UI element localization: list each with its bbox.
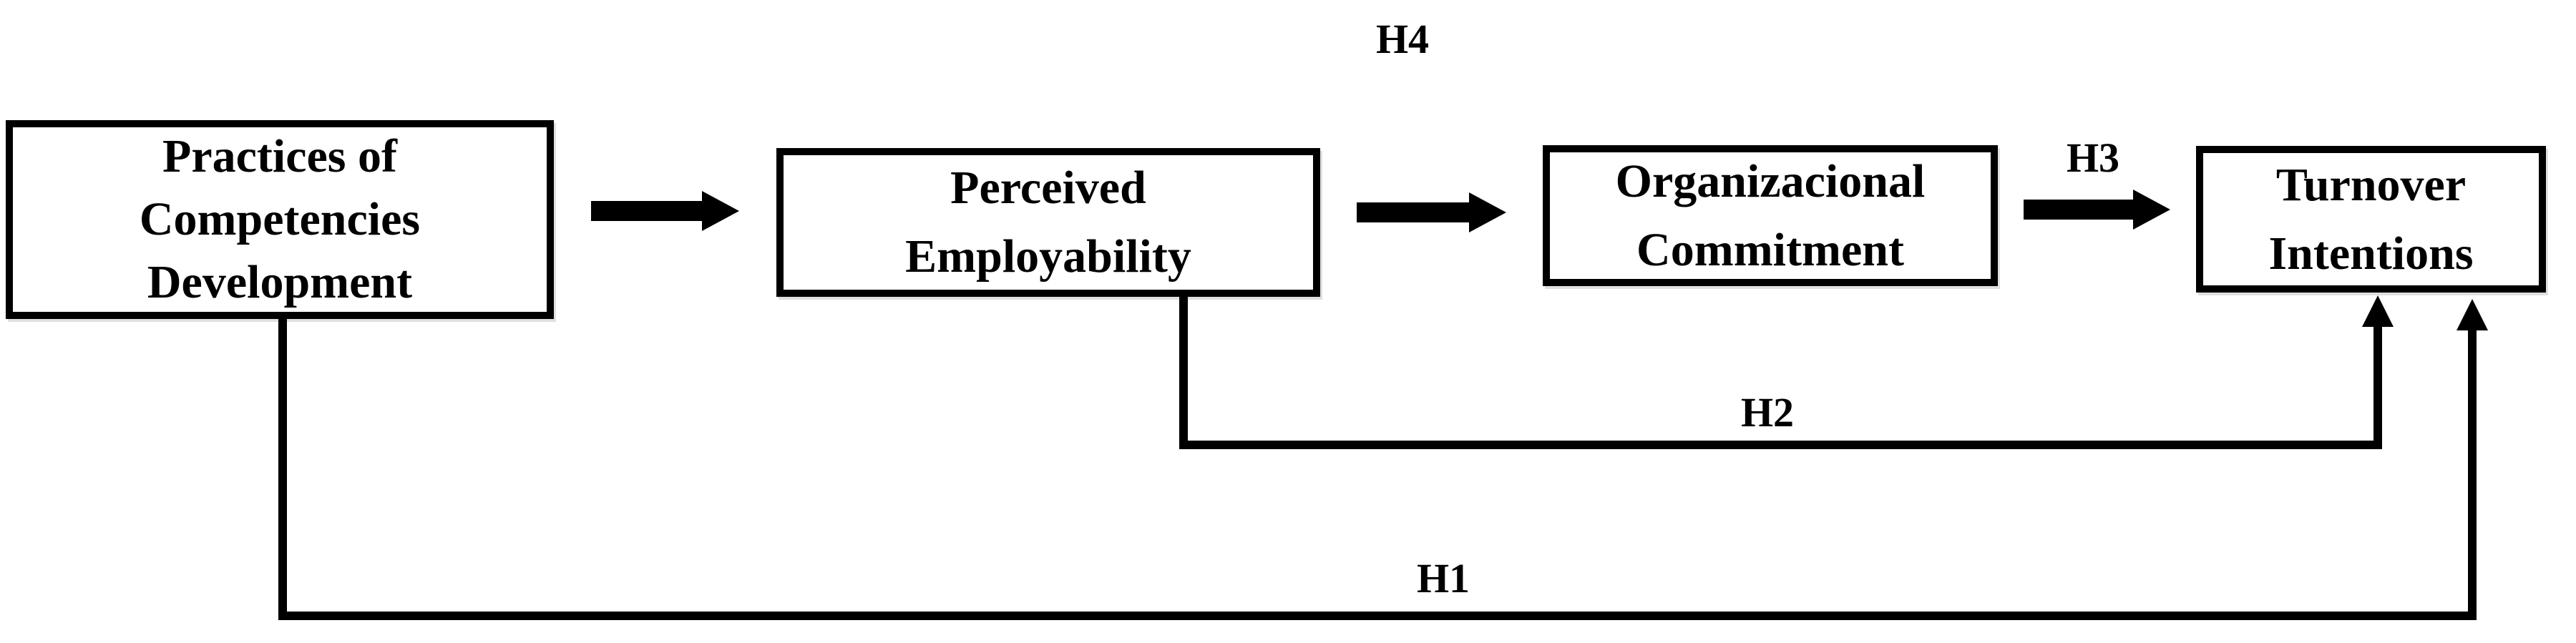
hypothesis-label-h4: H4	[1375, 16, 1430, 62]
connector-h2-horizontal	[1179, 441, 2382, 449]
connector-h2-riser	[2373, 323, 2382, 449]
connector-h1-stem	[278, 315, 287, 620]
arrow-practices-to-employability-shaft	[591, 201, 702, 221]
hypothesis-label-h1: H1	[1416, 555, 1470, 602]
arrow-employability-to-commitment-head-icon	[1469, 192, 1506, 232]
connector-h1-horizontal	[278, 612, 2477, 620]
node-perceived-employability: Perceived Employability	[776, 148, 1320, 297]
node-turnover-intentions: Turnover Intentions	[2196, 146, 2546, 293]
connector-h1-riser	[2468, 329, 2477, 620]
node-practices-of-competencies-development: Practices of Competencies Development	[6, 120, 554, 319]
arrow-commitment-to-turnover-shaft	[2024, 200, 2133, 220]
arrow-practices-to-employability-head-icon	[702, 191, 739, 231]
hypothesis-label-h3: H3	[2066, 134, 2120, 181]
arrow-employability-to-commitment-shaft	[1357, 202, 1469, 222]
connector-h2-stem	[1179, 291, 1188, 449]
node-organizacional-commitment: Organizacional Commitment	[1543, 145, 1998, 286]
connector-h1-arrowhead-icon	[2457, 299, 2488, 330]
arrow-commitment-to-turnover-head-icon	[2133, 190, 2170, 230]
connector-h2-arrowhead-icon	[2362, 295, 2394, 327]
hypothesis-label-h2: H2	[1740, 389, 1795, 436]
